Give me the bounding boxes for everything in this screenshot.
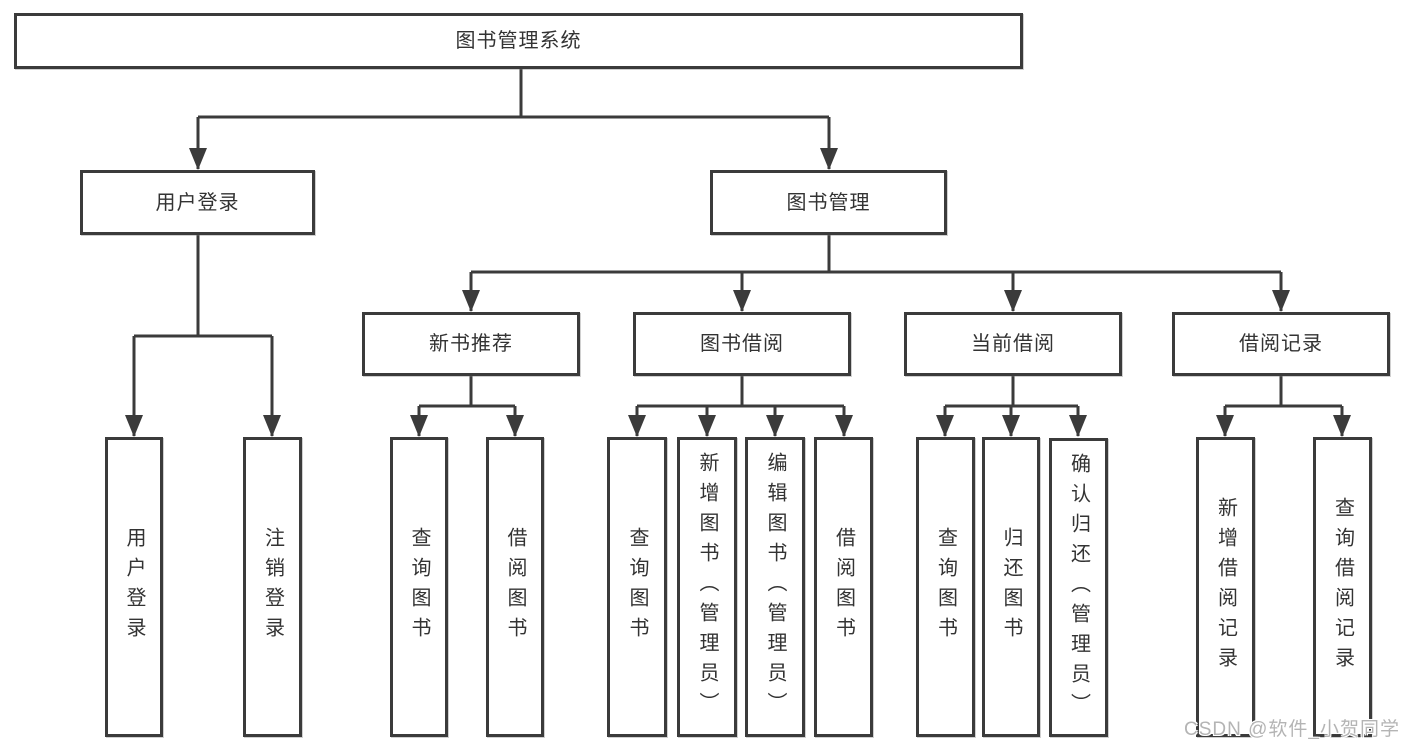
leaf-borrow-edit-books-admin: 编辑图书（管理员） [745, 437, 805, 737]
leaf-record-query-record-label: 查询借阅记录 [1331, 497, 1354, 677]
leaf-borrow-edit-books-admin-label: 编辑图书（管理员） [764, 452, 786, 722]
node-borrow-record-label: 借阅记录 [1239, 333, 1323, 355]
node-book-borrow-label: 图书借阅 [700, 333, 784, 355]
leaf-user-login-label: 用户登录 [123, 527, 145, 647]
csdn-watermark: CSDN @软件_小贺同学 [1184, 719, 1400, 740]
node-borrow-record: 借阅记录 [1172, 312, 1390, 376]
node-current-borrow: 当前借阅 [904, 312, 1122, 376]
leaf-newbook-borrow-books-label: 借阅图书 [504, 527, 526, 647]
leaf-record-add-record-label: 新增借阅记录 [1214, 497, 1237, 677]
node-book-borrow: 图书借阅 [633, 312, 851, 376]
leaf-current-confirm-return-admin: 确认归还（管理员） [1049, 438, 1108, 737]
leaf-newbook-query-books: 查询图书 [390, 437, 448, 737]
leaf-borrow-borrow-books: 借阅图书 [814, 437, 873, 737]
leaf-record-add-record: 新增借阅记录 [1196, 437, 1255, 737]
node-user-login: 用户登录 [80, 170, 315, 235]
root-node: 图书管理系统 [14, 13, 1023, 69]
node-book-management: 图书管理 [710, 170, 947, 235]
node-current-borrow-label: 当前借阅 [971, 333, 1055, 355]
leaf-borrow-query-books: 查询图书 [607, 437, 667, 737]
leaf-logout: 注销登录 [243, 437, 302, 737]
leaf-newbook-borrow-books: 借阅图书 [486, 437, 544, 737]
leaf-borrow-add-books-admin: 新增图书（管理员） [677, 437, 737, 737]
leaf-current-query-books-label: 查询图书 [934, 527, 957, 647]
node-new-book-recommend: 新书推荐 [362, 312, 580, 376]
leaf-user-login: 用户登录 [105, 437, 163, 737]
leaf-current-return-books: 归还图书 [982, 437, 1040, 737]
node-book-management-label: 图书管理 [786, 191, 871, 214]
root-node-label: 图书管理系统 [455, 30, 582, 52]
leaf-current-query-books: 查询图书 [916, 437, 975, 737]
leaf-borrow-query-books-label: 查询图书 [626, 527, 648, 647]
leaf-newbook-query-books-label: 查询图书 [408, 527, 430, 647]
node-user-login-label: 用户登录 [155, 191, 240, 214]
leaf-current-confirm-return-admin-label: 确认归还（管理员） [1067, 452, 1090, 723]
leaf-logout-label: 注销登录 [261, 527, 284, 647]
leaf-borrow-borrow-books-label: 借阅图书 [832, 527, 855, 647]
leaf-record-query-record: 查询借阅记录 [1313, 437, 1372, 737]
leaf-current-return-books-label: 归还图书 [1000, 527, 1022, 647]
node-new-book-recommend-label: 新书推荐 [429, 333, 513, 355]
leaf-borrow-add-books-admin-label: 新增图书（管理员） [696, 452, 718, 722]
